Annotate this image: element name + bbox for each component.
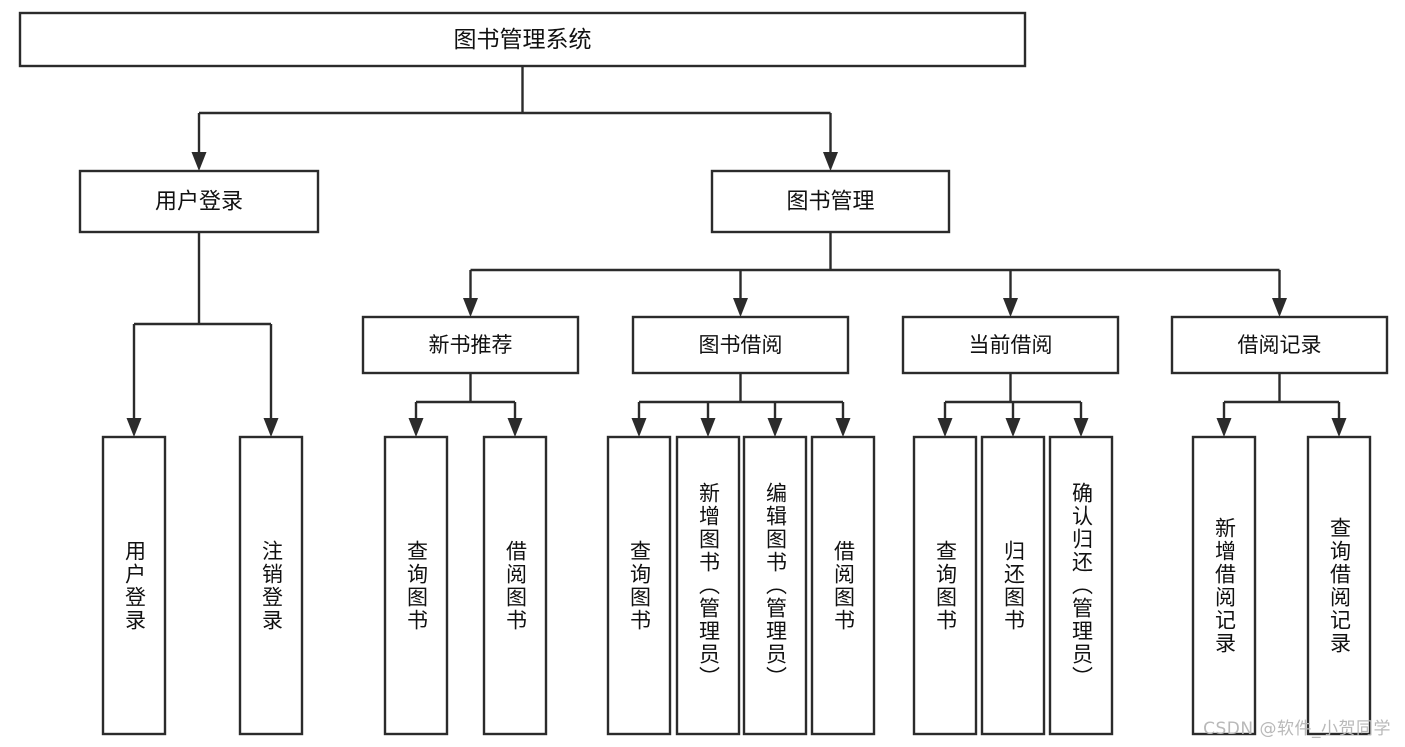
node-label-book-manage: 图书管理 xyxy=(786,190,874,215)
arrow-head-icon xyxy=(507,418,523,437)
arrow-head-icon xyxy=(835,418,851,437)
arrow-head-icon xyxy=(733,298,748,317)
leaf-box-leaf-confirm-return[interactable] xyxy=(1048,435,1114,736)
node-box-user-login[interactable] xyxy=(78,169,320,234)
arrow-head-icon xyxy=(1216,418,1232,437)
arrow-head-icon xyxy=(408,418,424,437)
leaf-box-leaf-edit-book[interactable] xyxy=(742,435,808,736)
arrow-head-icon xyxy=(823,152,838,171)
leaf-box-leaf-query-record[interactable] xyxy=(1306,435,1372,736)
leaf-box-leaf-add-record[interactable] xyxy=(1191,435,1257,736)
node-box-current-borrow[interactable] xyxy=(901,315,1120,375)
node-label-root: 图书管理系统 xyxy=(454,27,592,53)
arrow-head-icon xyxy=(1272,298,1287,317)
leaf-box-leaf-add-book[interactable] xyxy=(675,435,741,736)
arrow-head-icon xyxy=(700,418,716,437)
arrow-head-icon xyxy=(767,418,783,437)
arrow-head-icon xyxy=(1005,418,1021,437)
arrow-head-icon xyxy=(631,418,647,437)
leaf-box-leaf-return-book[interactable] xyxy=(980,435,1046,736)
node-label-borrow-record: 借阅记录 xyxy=(1238,333,1322,357)
node-box-new-book-rec[interactable] xyxy=(361,315,580,375)
node-label-book-borrow: 图书借阅 xyxy=(699,333,783,357)
leaf-box-leaf-user-login[interactable] xyxy=(101,435,167,736)
leaf-box-leaf-borrow-book[interactable] xyxy=(810,435,876,736)
node-box-book-manage[interactable] xyxy=(710,169,951,234)
arrow-head-icon xyxy=(463,298,478,317)
arrow-head-icon xyxy=(937,418,953,437)
node-label-user-login: 用户登录 xyxy=(155,190,243,215)
arrow-head-icon xyxy=(1331,418,1347,437)
node-box-root[interactable] xyxy=(18,11,1027,68)
arrow-head-icon xyxy=(263,418,279,437)
boxes-layer xyxy=(18,11,1389,736)
arrow-head-icon xyxy=(191,152,207,171)
leaf-box-leaf-query-book-rec[interactable] xyxy=(383,435,449,736)
arrow-head-icon xyxy=(1003,298,1018,317)
leaf-box-leaf-borrow-book-rec[interactable] xyxy=(482,435,548,736)
leaf-box-leaf-query-book-cur[interactable] xyxy=(912,435,978,736)
node-label-current-borrow: 当前借阅 xyxy=(969,333,1053,357)
watermark-text: CSDN @软件_小贺同学 xyxy=(1203,719,1391,739)
arrow-head-icon xyxy=(126,418,142,437)
connectors-layer xyxy=(126,66,1347,437)
node-box-borrow-record[interactable] xyxy=(1170,315,1389,375)
arrow-head-icon xyxy=(1073,418,1089,437)
node-box-book-borrow[interactable] xyxy=(631,315,850,375)
leaf-box-leaf-logout[interactable] xyxy=(238,435,304,736)
leaf-box-leaf-query-book-borrow[interactable] xyxy=(606,435,672,736)
node-label-new-book-rec: 新书推荐 xyxy=(429,333,513,357)
